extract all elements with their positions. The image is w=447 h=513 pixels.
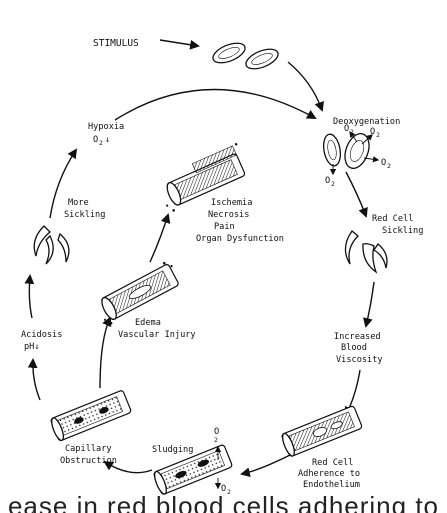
more-label: More [68,198,89,208]
arrow-to-edema [99,316,112,389]
adherence-vessel [281,405,363,457]
arrow-hypoxia-to-deoxygenation [114,88,317,121]
ischemia-label: Ischemia [211,198,252,208]
ischemia-vessel [166,143,246,212]
svg-text:2: 2 [227,488,231,496]
normal-red-cells [212,42,279,70]
ph-label: pH↓ [24,342,40,352]
sludging-label: Sludging [152,445,193,455]
hypoxia-o2-label: O 2 ↓ [93,135,110,147]
svg-text:O: O [344,124,349,134]
svg-text:O: O [93,135,98,145]
sickling-2-label: Sickling [64,210,105,220]
sickling-label: Sickling [382,226,423,236]
blood-label: Blood [341,343,367,353]
arrow-to-capillary-obstruction [103,460,153,474]
stimulus-arrow [159,39,200,50]
svg-text:2: 2 [331,180,335,188]
svg-text:2: 2 [387,162,391,170]
obstruction-label: Obstruction [60,456,117,466]
svg-text:↓: ↓ [105,135,110,145]
sickled-cells [344,230,388,274]
svg-text:2: 2 [376,131,380,139]
adherence-to-label: Adherence to [298,469,360,479]
hypoxia-label: Hypoxia [88,122,124,132]
svg-text:O: O [381,158,386,168]
arrow-to-deoxygenation [287,61,324,112]
viscosity-label: Viscosity [336,355,383,365]
pain-label: Pain [214,222,235,232]
organ-dysfunction-label: Organ Dysfunction [196,234,284,244]
arrow-to-sickling [345,171,368,218]
stimulus-label: STIMULUS [93,38,139,49]
capillary-label: Capillary [65,444,112,454]
arrow-to-acidosis [27,358,41,401]
more-sickling-cells [33,225,70,265]
arrow-to-hypoxia [49,148,78,219]
edema-label: Edema [135,318,161,328]
vascular-injury-label: Vascular Injury [118,330,196,340]
red-cell-2-label: Red Cell [312,458,353,468]
cropped-caption-text: ease in red blood cells adhering to [7,491,440,513]
svg-text:O: O [325,176,330,186]
necrosis-label: Necrosis [208,210,249,220]
arrow-to-viscosity [363,281,375,328]
deoxygenation-cells [322,130,380,176]
arrow-to-ischemia [149,213,171,263]
deoxygenation-label: Deoxygenation [333,117,400,127]
endothelium-label: Endothelium [303,480,360,490]
edema-vessel [101,261,179,325]
acidosis-label: Acidosis [21,330,62,340]
sludging-vessel [153,444,233,495]
capillary-obstruction-vessel [50,390,132,442]
arrow-to-more-sickling [24,274,35,319]
svg-text:2: 2 [214,436,218,444]
arrow-to-sludging [240,454,291,478]
svg-text:2: 2 [350,128,354,136]
svg-text:O: O [370,127,375,137]
svg-text:O: O [221,484,226,494]
increased-label: Increased [334,332,381,342]
svg-text:2: 2 [99,139,103,147]
svg-text:O: O [214,427,219,437]
red-cell-label: Red Cell [372,214,413,224]
